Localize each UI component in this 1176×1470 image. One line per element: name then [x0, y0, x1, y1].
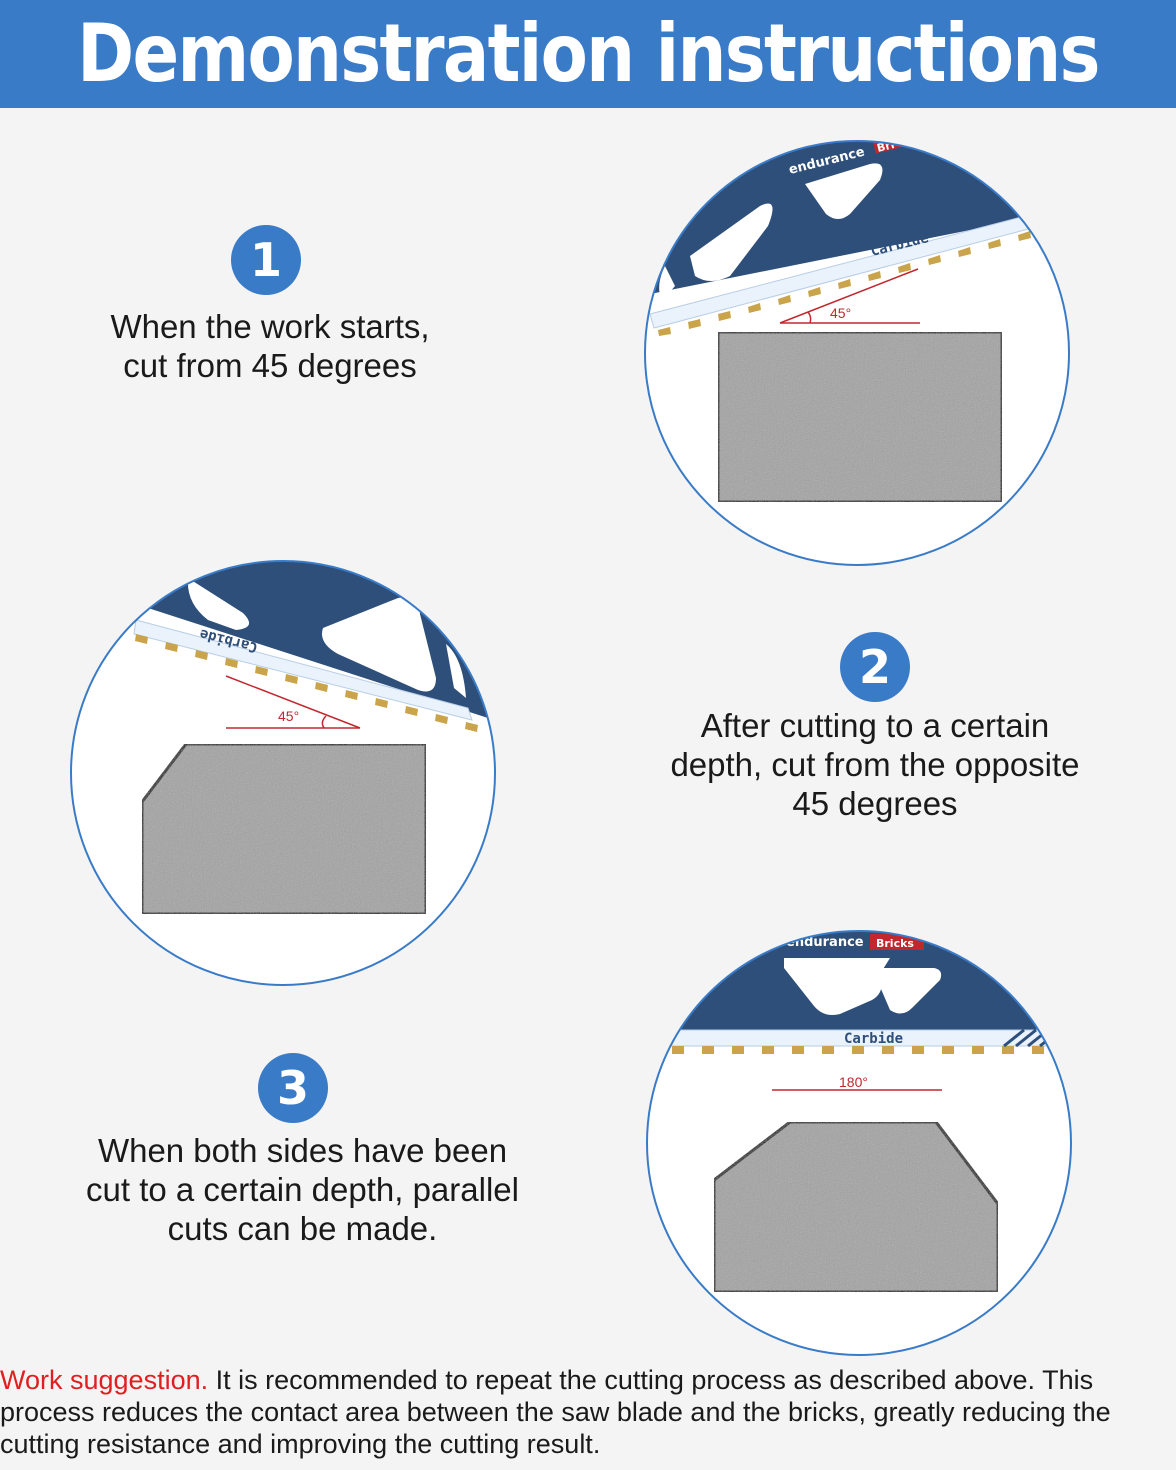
page-title: Demonstration instructions	[77, 7, 1100, 100]
header-banner: Demonstration instructions	[0, 0, 1176, 108]
brick	[712, 1120, 1000, 1294]
work-suggestion-note: Work suggestion. It is recommended to re…	[0, 1364, 1176, 1460]
saw-teeth	[658, 231, 1031, 336]
work-suggestion-label: Work suggestion.	[0, 1365, 209, 1395]
angle-label: 180°	[839, 1074, 868, 1090]
work-suggestion-text: It is recommended to repeat the cutting …	[0, 1365, 1111, 1459]
brick	[140, 742, 428, 916]
step-3-badge: 3	[258, 1053, 328, 1123]
step-3-text: When both sides have been cut to a certa…	[86, 1132, 519, 1247]
figure-3-circle: endurance Bricks Carbide 180°	[646, 930, 1072, 1356]
saw-teeth	[672, 1046, 1044, 1054]
brick	[716, 330, 1004, 504]
blade-tag-text: Bricks	[876, 937, 914, 950]
blade-brand-text: endurance	[786, 935, 864, 950]
angle-label: 45°	[830, 305, 851, 321]
step-2-text: After cutting to a certain depth, cut fr…	[670, 707, 1080, 822]
figure-2-circle: Carbide 45°	[70, 560, 496, 986]
saw-teeth	[135, 634, 478, 732]
figure-1-circle: endurance Bri Carbide 45°	[644, 140, 1070, 566]
step-2-badge: 2	[840, 632, 910, 702]
step-1-text: When the work starts, cut from 45 degree…	[110, 308, 430, 384]
blade-carbide-label: Carbide	[844, 1031, 903, 1047]
angle-label: 45°	[278, 708, 299, 724]
step-1-badge: 1	[231, 225, 301, 295]
